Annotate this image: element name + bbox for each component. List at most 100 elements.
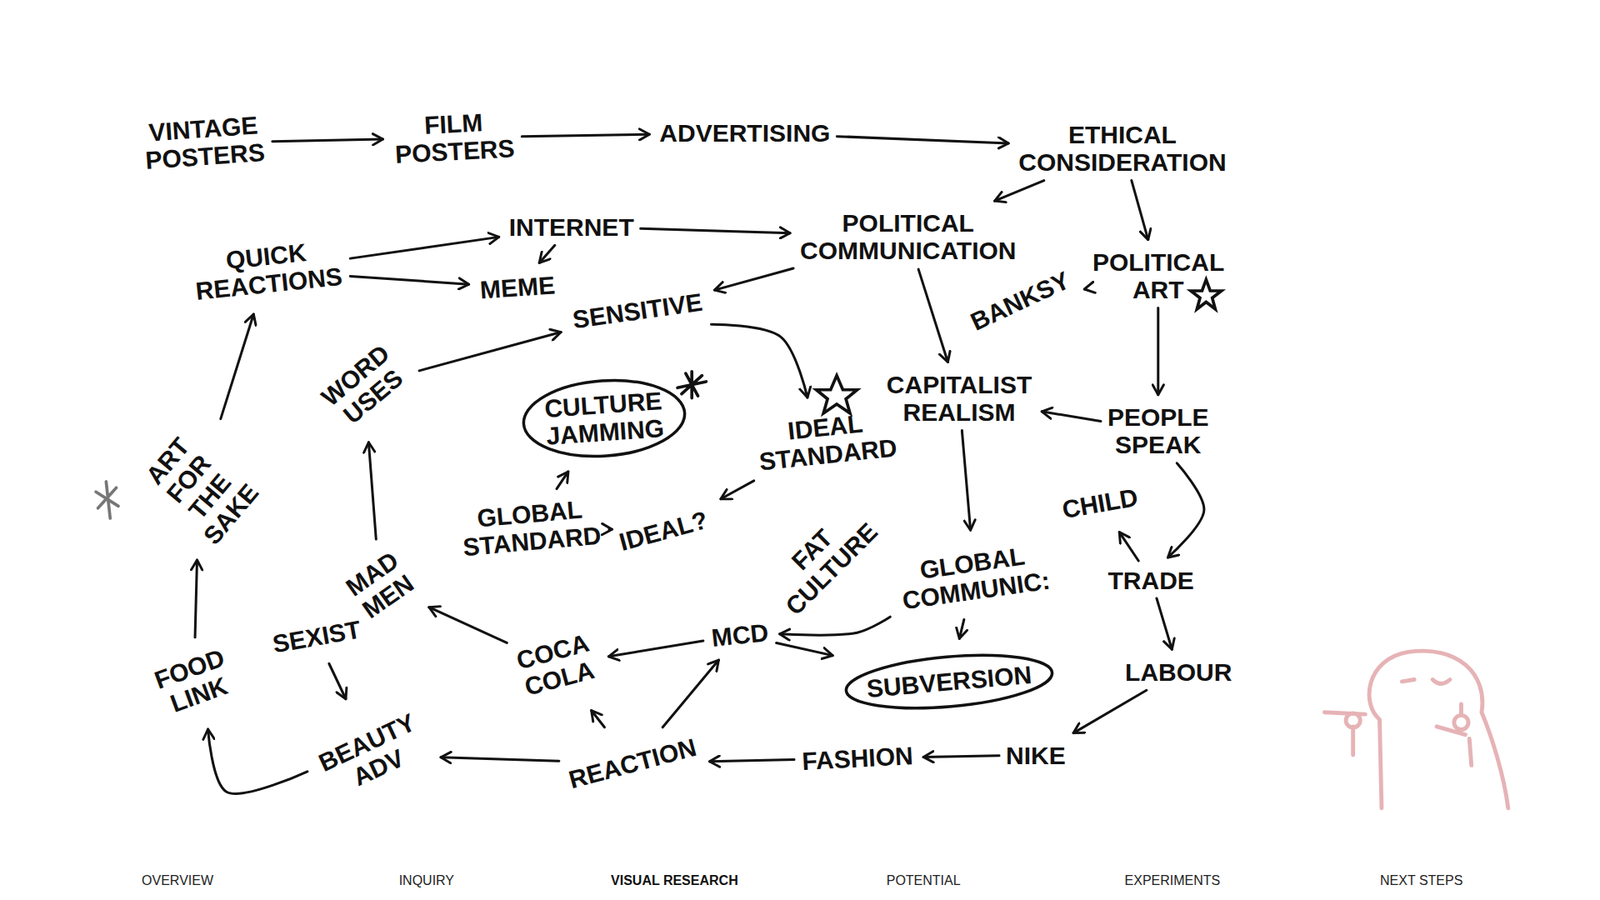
arrow-connector <box>350 236 499 259</box>
concept-text: SENSITIVE <box>567 286 708 337</box>
concept-label: ADVERTISING <box>659 119 830 147</box>
concept-label: POLITICAL COMMUNICATION <box>800 209 1016 265</box>
arrow-connector <box>329 663 346 699</box>
arrow-connector <box>1119 532 1139 561</box>
concept-label: CULTURE JAMMING <box>543 386 665 450</box>
concept-label: BANKSY <box>966 265 1075 335</box>
concept-label: CHILD <box>1060 482 1140 523</box>
concept-label: QUICK REACTIONS <box>191 235 345 305</box>
nav-label: NEXT STEPS <box>1380 873 1463 889</box>
arrow-connector <box>836 136 1009 144</box>
arrow-connector <box>714 268 794 290</box>
arrow-connector <box>640 228 790 233</box>
concept-text: FILM POSTERS <box>389 105 519 170</box>
arrow-connector <box>1073 690 1147 733</box>
arrow-connector <box>350 275 469 285</box>
concept-text: CAPITALIST REALISM <box>883 369 1035 428</box>
concept-label: MAD MEN <box>340 545 420 624</box>
nav-label: POTENTIAL <box>886 873 961 889</box>
concept-label: ETHICAL CONSIDERATION <box>1018 120 1226 176</box>
concept-text: CHILD <box>1056 480 1145 526</box>
arrow-connector <box>918 269 948 362</box>
arrow-connector <box>539 245 555 263</box>
circle-outline <box>520 375 687 461</box>
arrow-connector <box>195 560 197 638</box>
concept-text: ETHICAL CONSIDERATION <box>1015 119 1230 178</box>
star-mark <box>816 375 858 414</box>
concept-label: SEXIST <box>270 615 363 659</box>
arrow-connector <box>208 729 308 794</box>
concept-text: BANKSY <box>963 263 1079 339</box>
concept-text: POLITICAL ART <box>1089 246 1228 305</box>
concept-label: ART FOR THE SAKE <box>134 425 264 550</box>
concept-text: POLITICAL COMMUNICATION <box>796 207 1020 266</box>
arrow-connector <box>609 528 613 531</box>
arrow-connector <box>780 616 891 635</box>
concept-label: MCD <box>710 618 770 652</box>
concept-text: PEOPLE SPEAK <box>1104 401 1213 460</box>
arrow-connector <box>220 314 255 420</box>
concept-text: MCD <box>706 615 774 654</box>
asterisk-mark <box>677 371 706 399</box>
arrow-connector <box>368 442 376 540</box>
concept-label: COCA COLA <box>514 629 599 701</box>
concept-text: COCA COLA <box>510 626 602 704</box>
concept-label: NIKE <box>1005 741 1066 770</box>
arrow-connector <box>521 134 650 137</box>
nav-label: INQUIRY <box>399 873 455 889</box>
arrow-connector <box>923 755 1000 758</box>
arrow-connector <box>429 607 507 644</box>
concept-label: VINTAGE POSTERS <box>142 111 266 175</box>
concept-text: VINTAGE POSTERS <box>139 109 270 176</box>
concept-text: FASHION <box>797 740 917 777</box>
arrow-connector <box>419 332 561 371</box>
arrow-connector <box>272 139 384 142</box>
asterisk-mark <box>95 481 119 519</box>
arrow-connector <box>959 619 965 639</box>
concept-text: REACTION <box>562 730 704 796</box>
concept-label: WORD USES <box>316 339 413 433</box>
arrow-connector <box>995 180 1045 202</box>
arrow-connector <box>720 480 755 500</box>
nav-label: VISUAL RESEARCH <box>610 873 739 889</box>
circle-outline <box>844 647 1055 715</box>
circled-concept: CULTURE JAMMING <box>517 371 691 465</box>
arrow-connector <box>608 640 703 657</box>
concept-label: FOOD LINK <box>150 643 238 720</box>
concept-text: MAD MEN <box>336 542 423 627</box>
concept-text: GLOBAL STANDARD <box>455 492 606 564</box>
arrow-connector <box>556 471 569 490</box>
nav-label: OVERVIEW <box>141 873 214 889</box>
concept-label: PEOPLE SPEAK <box>1107 403 1210 459</box>
nav-label: EXPERIMENTS <box>1125 873 1221 889</box>
concept-text: INTERNET <box>505 210 638 242</box>
arrow-connector <box>1167 463 1204 558</box>
concept-label: MEME <box>479 271 556 305</box>
concept-label: BEAUTY ADV <box>314 708 430 802</box>
concept-label: IDEAL STANDARD <box>755 405 899 475</box>
concept-text: MEME <box>475 269 560 306</box>
star-mark <box>1190 280 1222 310</box>
concept-label: FILM POSTERS <box>393 107 516 169</box>
concept-text: BEAUTY ADV <box>310 705 435 805</box>
arrow-connector <box>591 710 605 727</box>
concept-text: IDEAL? <box>612 503 715 559</box>
concept-text: LABOUR <box>1121 655 1235 687</box>
concept-label: GLOBAL COMMUNIC: <box>897 539 1053 615</box>
concept-label: FAT CULTURE <box>760 498 882 620</box>
arrow-connector <box>709 759 795 761</box>
concept-label: SENSITIVE <box>570 288 705 334</box>
arrow-connector <box>776 642 834 655</box>
concept-label: LABOUR <box>1125 657 1232 685</box>
concept-text: TRADE <box>1105 564 1198 595</box>
arrow-connector <box>1156 598 1172 650</box>
mascot-figure <box>1324 650 1508 809</box>
concept-label: REACTION <box>565 733 700 794</box>
concept-text: GLOBAL COMMUNIC: <box>893 536 1055 616</box>
concept-text: SEXIST <box>266 613 366 660</box>
concept-label: INTERNET <box>509 212 635 240</box>
arrow-connector <box>1131 180 1149 240</box>
concept-label: GLOBAL STANDARD <box>459 494 602 561</box>
